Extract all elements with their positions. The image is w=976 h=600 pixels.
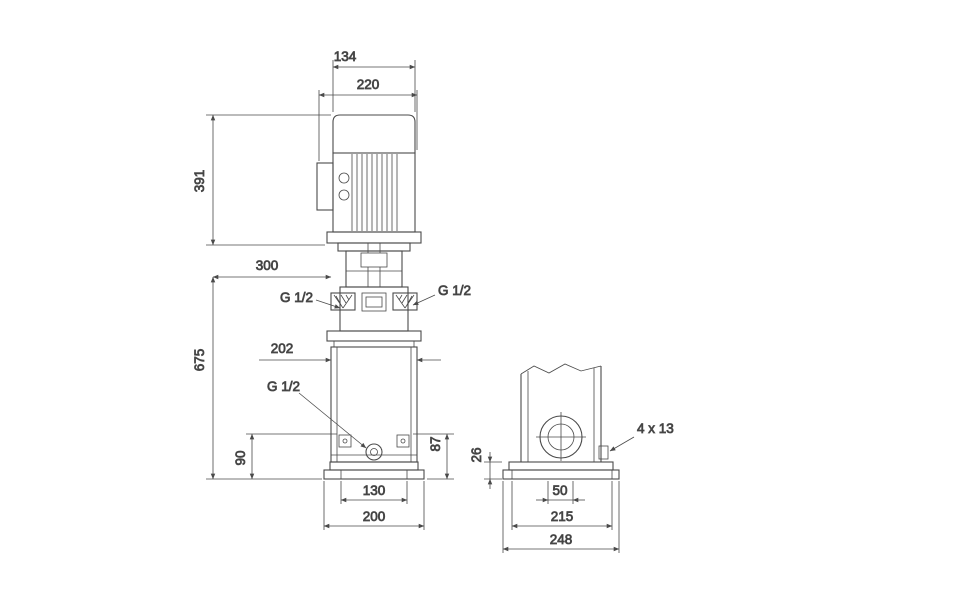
port-label-g12-left: G 1/2	[280, 290, 313, 305]
dim-total-height: 675	[192, 276, 322, 480]
dim-drain-height: 90	[233, 433, 337, 480]
base-side	[502, 461, 620, 480]
dim-clearance: 300	[212, 258, 332, 280]
base-lower-plate	[323, 469, 425, 480]
base-front	[323, 461, 425, 480]
drain-port-outer	[365, 443, 383, 461]
pump-head	[330, 286, 418, 332]
port-thread-hatch-left	[333, 294, 353, 309]
label-port-top-left: G 1/2	[280, 290, 341, 309]
dim-motor-height: 391	[192, 114, 331, 246]
sleeve-outer	[330, 346, 418, 463]
pump-sleeve	[326, 330, 422, 463]
dim-label-675: 675	[192, 349, 207, 372]
front-view	[316, 114, 425, 480]
sleeve-neck	[333, 340, 415, 348]
dim-label-4x13: 4 x 13	[637, 421, 674, 436]
head-flange	[326, 330, 422, 342]
cable-entry-top	[338, 172, 350, 184]
side-port-right	[396, 434, 410, 448]
port-boss-left	[330, 292, 356, 311]
motor-sub-flange	[337, 242, 411, 252]
pump-head-body	[339, 286, 409, 332]
motor-stool	[345, 243, 403, 288]
dim-base-height: 26	[469, 447, 502, 489]
dim-base-bolt-spacing-front: 130	[340, 481, 408, 504]
side-port-left-center	[342, 438, 348, 444]
dim-base-width: 200	[323, 481, 425, 530]
dim-label-26: 26	[469, 447, 484, 462]
dim-motor-width: 220	[318, 77, 418, 161]
dim-sleeve-width: 202	[259, 341, 441, 363]
break-line	[520, 363, 602, 375]
motor-flange	[326, 231, 422, 244]
priming-plug-inner	[365, 296, 383, 308]
side-port-left	[338, 434, 352, 448]
base-upper-plate	[329, 461, 419, 471]
terminal-box	[316, 162, 334, 211]
dimensions: 134 220 391 300 675	[192, 49, 674, 553]
dim-label-50: 50	[552, 483, 567, 498]
motor-fan-cover	[332, 114, 416, 154]
label-bolt-holes: 4 x 13	[609, 421, 674, 452]
dim-port-offset: 50	[536, 481, 585, 504]
coupling	[360, 252, 388, 268]
label-drain-port: G 1/2	[267, 379, 367, 449]
dim-label-134: 134	[334, 49, 357, 64]
drain-port-inner	[370, 448, 378, 456]
motor-body	[332, 152, 416, 233]
port-label-g12-drain: G 1/2	[267, 379, 300, 394]
port-thread-hatch-right	[395, 294, 415, 309]
pump-shaft	[367, 243, 381, 287]
dim-label-202: 202	[271, 341, 294, 356]
side-view	[502, 363, 620, 480]
dim-side-port-height: 87	[413, 433, 454, 480]
motor-cooling-fins	[351, 154, 398, 231]
dim-label-90: 90	[233, 450, 248, 465]
port-label-g12-right: G 1/2	[438, 283, 471, 298]
side-body	[520, 363, 609, 462]
base-lower-plate-side	[502, 469, 620, 480]
dim-base-depth: 248	[502, 481, 620, 553]
dim-label-248: 248	[550, 532, 573, 547]
label-port-top-right: G 1/2	[412, 283, 471, 306]
priming-plug	[361, 292, 387, 312]
dim-label-300: 300	[256, 258, 279, 273]
dim-label-220: 220	[357, 77, 380, 92]
base-upper-plate-side	[508, 461, 614, 471]
dim-fan-cover-width: 134	[332, 49, 416, 112]
lantern-housing	[345, 250, 403, 288]
motor	[316, 114, 422, 252]
dim-label-391: 391	[192, 170, 207, 193]
dim-base-bolt-spacing-side: 215	[511, 481, 613, 530]
base-bolt-slot	[598, 445, 609, 460]
dim-label-87: 87	[428, 436, 443, 451]
dim-label-130: 130	[363, 483, 386, 498]
dim-label-215: 215	[551, 509, 574, 524]
side-port-right-center	[400, 438, 406, 444]
cable-entry-bottom	[338, 189, 350, 201]
dim-label-200: 200	[363, 509, 386, 524]
